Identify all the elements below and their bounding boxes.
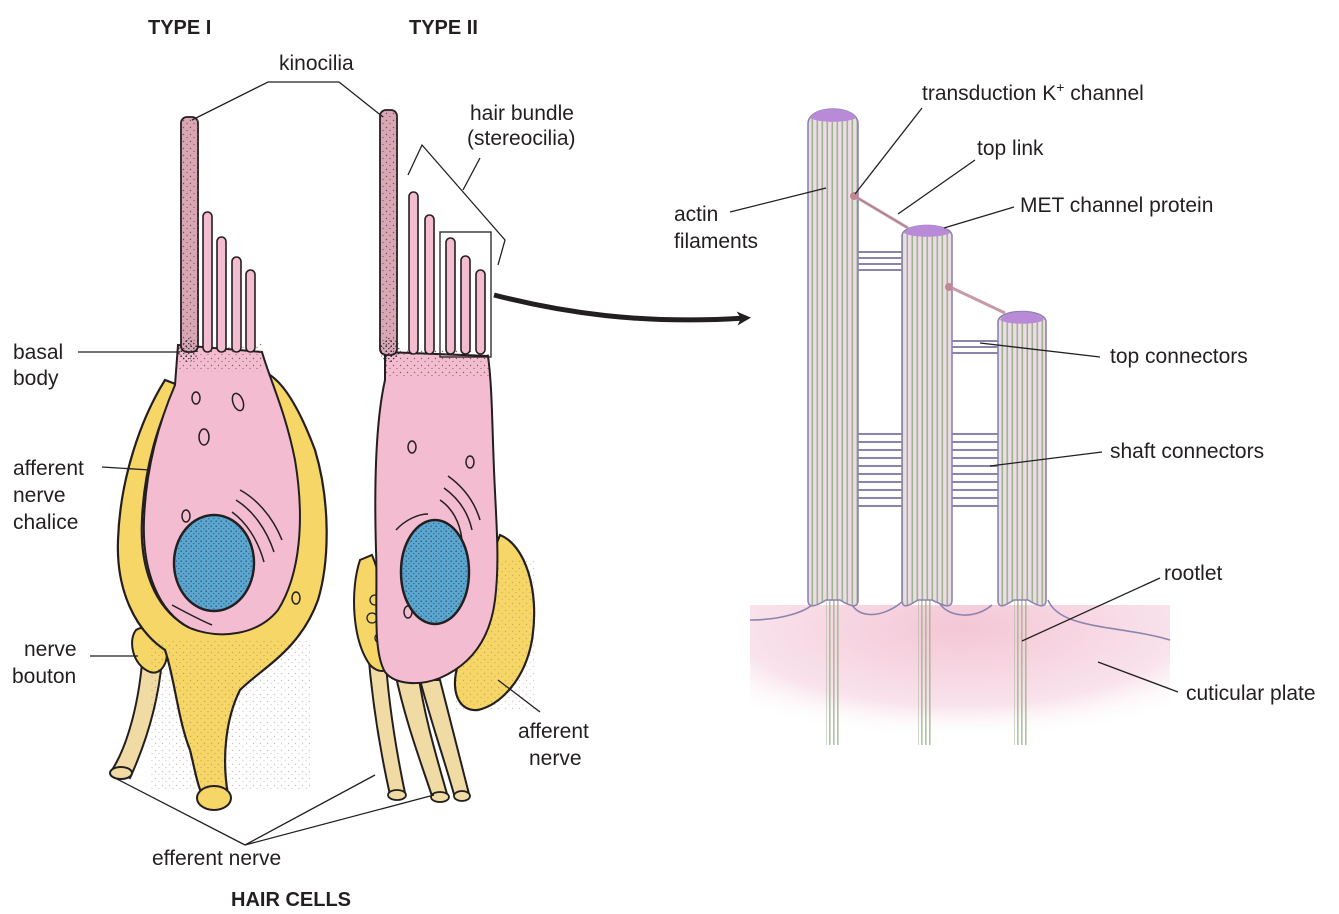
shaft-connectors-2 — [952, 434, 998, 506]
label-afferent-nerve-line-2: nerve — [529, 747, 582, 770]
label-met-channel-protein: MET channel protein — [1020, 194, 1213, 217]
label-hair-bundle-line-1: hair bundle — [470, 102, 574, 125]
label-chalice-line-3: chalice — [13, 511, 78, 534]
label-cuticular-plate: cuticular plate — [1186, 682, 1316, 705]
type-1-stereocilia — [203, 212, 255, 352]
type-1-hair-cell — [110, 117, 327, 810]
top-connectors-1 — [858, 252, 902, 270]
label-actin-line-2: filaments — [674, 230, 758, 253]
rootlet-1 — [826, 600, 840, 745]
figure-caption: HAIR CELLS — [231, 889, 351, 911]
label-hair-bundle-line-2: (stereocilia) — [467, 127, 576, 150]
label-basal-body-line-2: body — [13, 367, 59, 390]
label-chalice-line-2: nerve — [13, 484, 66, 507]
heading-type-1: TYPE I — [148, 17, 211, 39]
transduction-channel-dot — [850, 192, 858, 200]
type-2-hair-cell — [354, 110, 535, 802]
type-2-stereocilia — [409, 192, 485, 354]
label-afferent-nerve-line-1: afferent — [518, 720, 589, 743]
label-efferent-nerve: efferent nerve — [152, 847, 281, 870]
label-rootlet: rootlet — [1164, 562, 1223, 585]
stereocilium-middle — [902, 226, 952, 606]
shaft-connectors-1 — [858, 434, 902, 506]
top-connectors-2 — [952, 341, 998, 353]
label-basal-body-line-1: basal — [13, 341, 63, 364]
label-bouton-line-2: bouton — [12, 665, 76, 688]
label-actin-line-1: actin — [674, 203, 718, 226]
label-shaft-connectors: shaft connectors — [1110, 440, 1264, 463]
label-transduction-channel: transduction K+ channel — [922, 79, 1144, 105]
stereocilium-short — [998, 312, 1046, 606]
label-bouton-line-1: nerve — [24, 638, 77, 661]
tip-link-2 — [950, 287, 1005, 313]
rootlet-3 — [1014, 600, 1028, 745]
label-top-connectors: top connectors — [1110, 345, 1248, 368]
stereocilium-tall — [808, 109, 858, 606]
label-chalice-line-1: afferent — [13, 457, 84, 480]
label-top-link: top link — [977, 137, 1044, 160]
heading-type-2: TYPE II — [409, 17, 478, 39]
magnification-arrow — [494, 295, 745, 320]
rootlet-2 — [918, 600, 932, 745]
label-kinocilia: kinocilia — [279, 52, 354, 75]
